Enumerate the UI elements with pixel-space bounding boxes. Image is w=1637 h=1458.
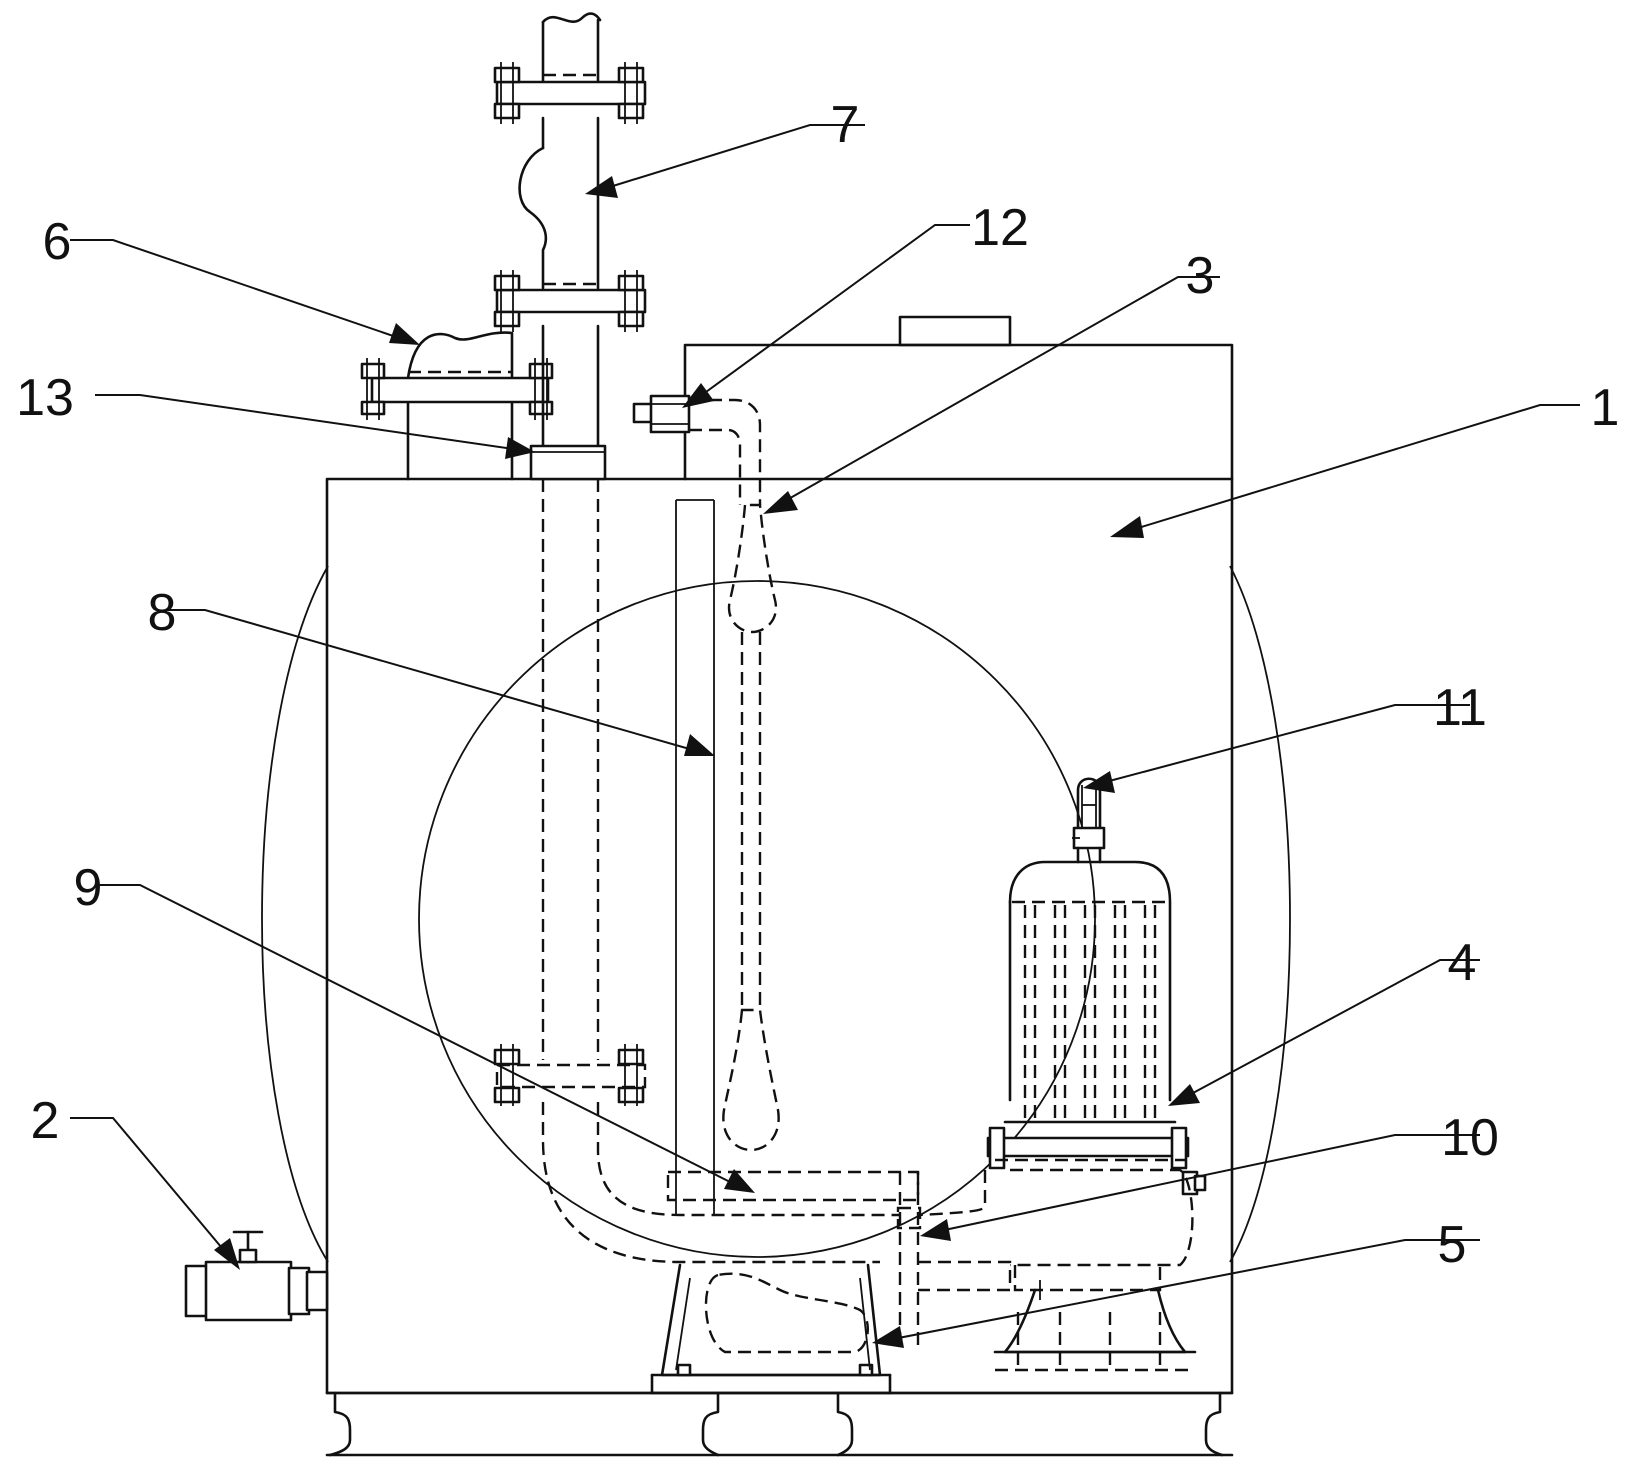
drain-valve — [184, 1230, 329, 1322]
label-12: 12 — [971, 199, 1029, 257]
inspection-circle — [418, 580, 1096, 1258]
submersible-pump — [917, 777, 1207, 1372]
discharge-pipe — [493, 12, 900, 1264]
label-1: 1 — [1591, 379, 1620, 437]
inlet-pipe — [360, 331, 554, 420]
tank-body — [325, 315, 1234, 1395]
label-2: 2 — [31, 1092, 60, 1150]
tank-outer-shell — [261, 565, 1291, 1263]
float-switch — [632, 394, 780, 1152]
label-8: 8 — [148, 584, 177, 642]
label-3: 3 — [1186, 247, 1215, 305]
label-6: 6 — [43, 213, 72, 271]
part-labels: 1 2 3 4 5 6 7 8 9 10 11 12 13 — [16, 96, 1619, 1274]
callouts — [70, 124, 1580, 1348]
label-10: 10 — [1441, 1109, 1499, 1167]
label-7: 7 — [831, 96, 860, 154]
label-11: 11 — [1433, 679, 1487, 737]
label-5: 5 — [1438, 1216, 1467, 1274]
label-4: 4 — [1448, 934, 1477, 992]
auto-coupling-base — [650, 1263, 892, 1395]
tank-base — [325, 1391, 1234, 1457]
label-9: 9 — [74, 859, 103, 917]
label-13: 13 — [16, 369, 74, 427]
guide-rail — [666, 499, 922, 1345]
